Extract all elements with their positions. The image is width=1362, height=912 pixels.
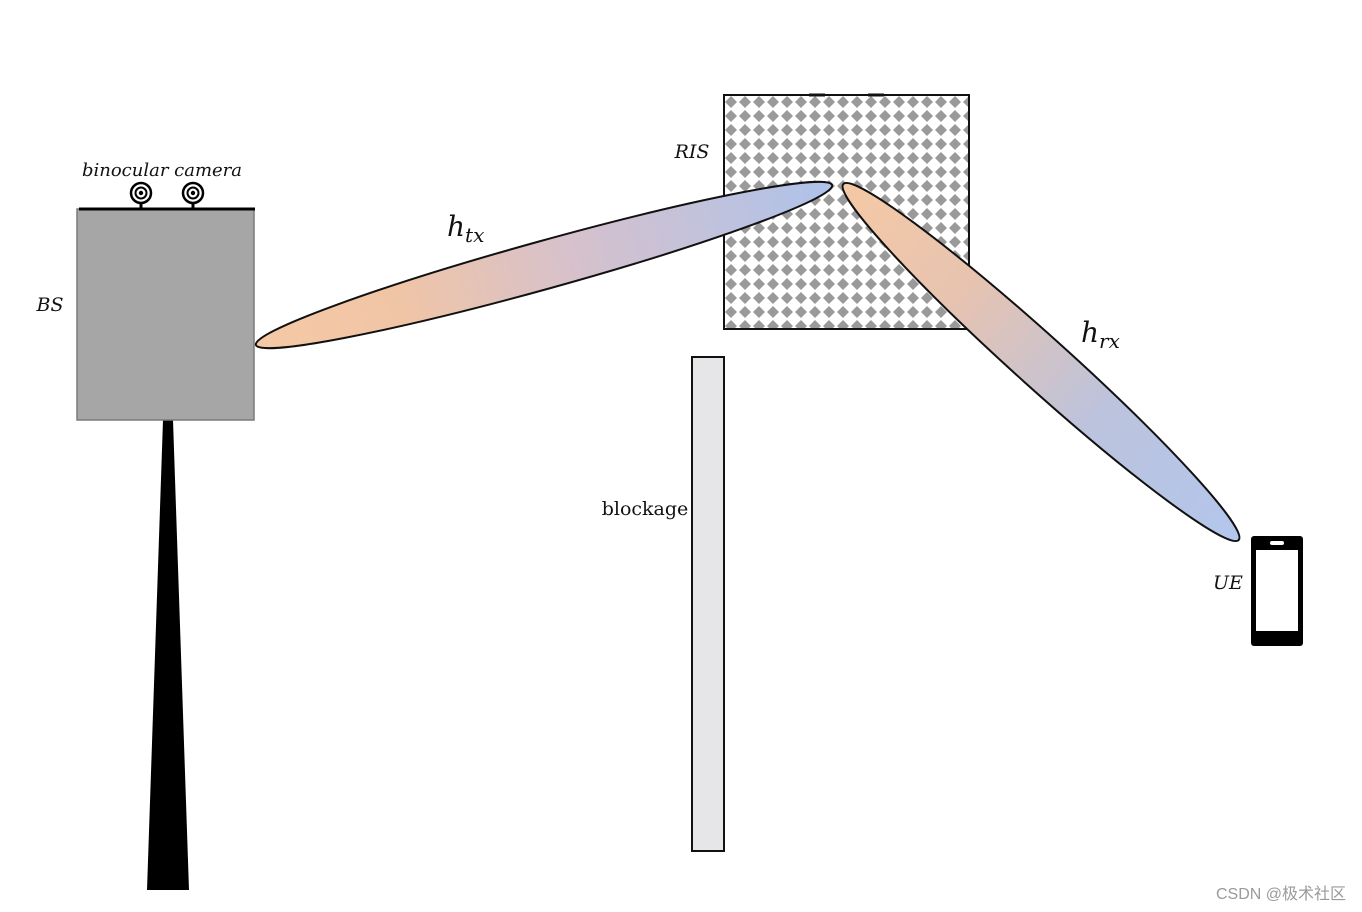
channel-rx-sub: rx bbox=[1099, 329, 1120, 353]
channel-rx-base: h bbox=[1081, 316, 1099, 349]
beam-rx bbox=[841, 181, 1241, 543]
smartphone-icon bbox=[1251, 536, 1303, 646]
channel-tx-label: htx bbox=[447, 210, 484, 247]
blockage-label: blockage bbox=[602, 498, 689, 520]
blockage-wall bbox=[691, 356, 725, 852]
bs-label: BS bbox=[36, 294, 64, 316]
channel-tx-base: h bbox=[447, 210, 465, 243]
channel-rx-label: hrx bbox=[1081, 316, 1120, 353]
watermark: CSDN @极术社区 bbox=[1216, 885, 1346, 903]
ue-label: UE bbox=[1213, 572, 1243, 594]
camera-lens-icon bbox=[129, 181, 153, 209]
beam-tx bbox=[254, 180, 834, 350]
bs-pole bbox=[147, 420, 189, 890]
camera-label: binocular camera bbox=[82, 160, 242, 181]
bs-box bbox=[76, 208, 255, 421]
ris-label: RIS bbox=[674, 141, 710, 163]
channel-tx-sub: tx bbox=[465, 223, 484, 247]
camera-lens-icon bbox=[181, 181, 205, 209]
